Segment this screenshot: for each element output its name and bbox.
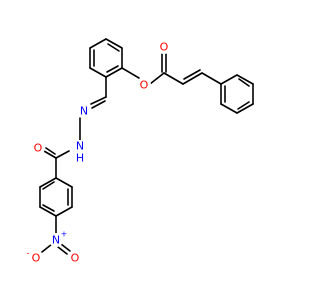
nitro-oxygen-anion: O - [27,249,43,265]
amide-oxygen: O [31,141,45,155]
ester-carbonyl-oxygen: O [157,40,171,54]
bond [106,65,119,73]
bond [105,38,123,49]
bond [105,67,123,78]
bond [41,243,53,253]
bond [220,103,238,114]
bond [45,147,56,155]
atom-symbol: O [160,41,169,54]
bond [89,38,107,49]
bond [39,206,57,217]
bond [90,96,107,105]
bond [237,101,250,110]
atom-charge: - [27,249,30,258]
bond [42,181,55,190]
bond [57,246,68,255]
molecule-structure: O O N N H O N + O [27,38,254,265]
bond [89,67,107,78]
bond [220,74,238,85]
bond [149,72,165,85]
atom-symbol: O [32,252,41,265]
bond [182,72,203,85]
imine-nitrogen: N [77,104,91,118]
bond [43,150,57,159]
ester-oxygen: O [137,78,151,92]
atom-layer: O O N N H O N + O [27,40,171,265]
bond [201,72,222,85]
bond [55,206,73,217]
bond [91,100,106,109]
atom-hydrogen: H [76,152,84,165]
bond [55,150,70,159]
bond [236,74,254,85]
bond [107,43,120,52]
bond [55,177,73,188]
atom-symbol: O [71,252,80,265]
bond [163,72,184,85]
atom-charge: + [61,230,68,239]
nitro-nitrogen: N + [49,230,68,247]
amide-nitrogen: N H [72,140,88,165]
bond [238,78,250,87]
nitro-oxygen: O [68,251,82,265]
atom-symbol: O [34,142,43,155]
bond [121,67,140,79]
bond [236,103,254,114]
bond [60,243,71,252]
atom-symbol: N [80,105,88,118]
atom-symbol: N [76,140,84,153]
bond [42,204,55,212]
bond-layer [39,38,254,255]
bond [39,177,57,188]
atom-symbol: O [140,79,149,92]
atom-symbol: N [52,234,60,247]
bond [183,69,201,80]
